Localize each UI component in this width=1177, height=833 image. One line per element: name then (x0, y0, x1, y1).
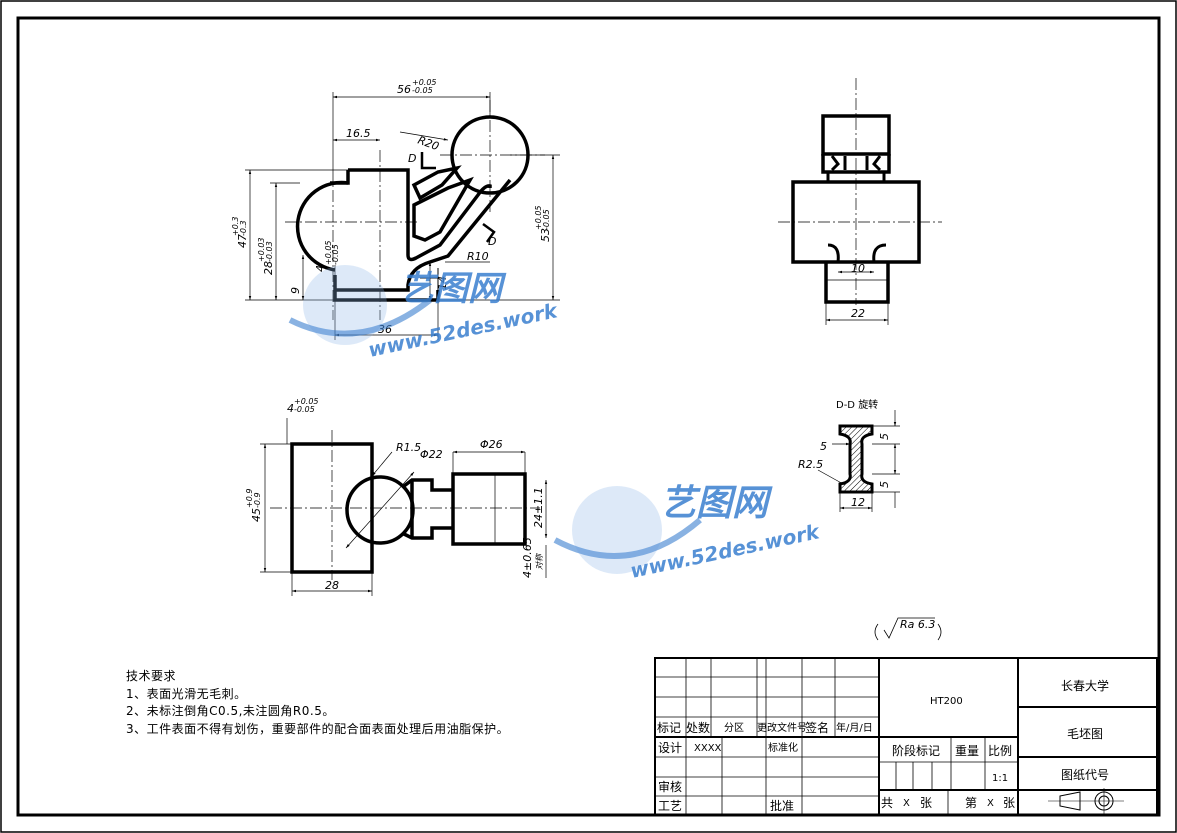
tb-h-date: 年/月/日 (836, 721, 873, 734)
dim-47-tol-upper: +0.3 (231, 217, 240, 236)
dim-14: 14 (436, 276, 449, 290)
tb-bili: 比例 (988, 744, 1012, 758)
watermark-name-2: 艺图网 (660, 483, 773, 524)
roughness-symbol (874, 617, 942, 641)
section-letter-d2: D (488, 235, 496, 248)
dim-top-4-tol-lower: -0.05 (294, 405, 315, 414)
dim-r20: R20 (416, 134, 441, 154)
dim-56: 56 (397, 83, 411, 96)
dim-top-24: 24±1.1 (532, 487, 545, 528)
watermark-2: 艺图网 www.52des.work (553, 483, 823, 583)
top-right-block (451, 472, 527, 546)
dim-28: 28 (262, 261, 275, 275)
tb-zhang1b: 张 (920, 796, 932, 810)
dim-side-10: 10 (851, 262, 865, 275)
dim-56-tol-upper: +0.05 (412, 78, 437, 87)
dim-28-tol-lower: -0.03 (265, 241, 274, 262)
tb-material: HT200 (930, 696, 963, 707)
front-left-arc (295, 180, 349, 272)
tb-zhang2: X (987, 798, 994, 809)
section-letter-d1: D (408, 152, 416, 165)
dim-sec-5-bottom: 5 (878, 481, 891, 488)
dim-16-5: 16.5 (346, 127, 371, 140)
dim-sec-5-top: 5 (878, 433, 891, 440)
inner-frame (16, 16, 1161, 817)
title-block (654, 657, 1158, 816)
dim-side-22: 22 (851, 307, 865, 320)
tb-drawing-name: 毛坯图 (1067, 727, 1103, 741)
tb-h-qianming: 签名 (805, 720, 829, 735)
tb-zhang1: X (903, 798, 910, 809)
tb-gong: 共 (881, 796, 893, 810)
tech-requirements-title: 技术要求 (126, 669, 177, 683)
dim-53-tol-lower: -0.05 (542, 209, 551, 230)
tb-jieduan: 阶段标记 (892, 743, 940, 758)
dim-top-45-tol-upper: +0.9 (245, 489, 254, 508)
dim-top-28: 28 (325, 579, 339, 592)
dim-47: 47 (236, 234, 249, 248)
tech-requirement-item: 1、表面光滑无毛刺。 (126, 686, 247, 701)
tech-requirements: 技术要求 1、表面光滑无毛刺。 2、未标注倒角C0.5,未注圆角R0.5。 3、… (126, 668, 509, 738)
dim-4: 4 (314, 265, 327, 272)
dim-top-phi26: Φ26 (480, 438, 503, 451)
dim-top-45: 45 (250, 508, 263, 522)
dim-56-tol-lower: -0.05 (412, 86, 433, 95)
section-i-profile (838, 424, 874, 494)
tb-sheji: 设计 (658, 741, 682, 755)
tb-h-gengai: 更改文件号 (757, 721, 807, 734)
dim-28-tol-upper: +0.03 (257, 237, 266, 262)
dim-r10: R10 (467, 250, 489, 263)
roughness-value: Ra 6.3 (900, 618, 935, 631)
dim-4-tol-upper: +0.05 (324, 240, 333, 265)
dim-top-r1-5: R1.5 (396, 441, 421, 454)
dim-top-phi22: Φ22 (420, 448, 443, 461)
tb-gongyi: 工艺 (658, 799, 682, 813)
dim-53-tol-upper: +0.05 (534, 205, 543, 230)
tb-drawing-code: 图纸代号 (1061, 768, 1109, 782)
dim-53: 53 (539, 228, 552, 242)
section-view (817, 410, 900, 512)
dim-top-4-065: 4±0.65 (521, 537, 534, 578)
dim-sec-5-left: 5 (820, 440, 827, 453)
dim-4-tol-lower: -0.05 (331, 244, 340, 265)
side-view (778, 78, 942, 325)
tb-scale: 1:1 (992, 773, 1008, 784)
tech-requirement-item: 2、未标注倒角C0.5,未注圆角R0.5。 (126, 704, 335, 718)
dim-top-sym: 对称 (535, 552, 544, 570)
dim-sec-r2-5: R2.5 (798, 458, 823, 471)
front-view (245, 92, 560, 340)
tb-biaozhunhua: 标准化 (768, 741, 798, 754)
tb-h-chushu: 处数 (686, 720, 710, 735)
tb-di: 第 (965, 796, 977, 810)
watermark-1: 艺图网 www.52des.work (288, 265, 561, 362)
side-top-block (821, 114, 891, 156)
dim-sec-12: 12 (851, 496, 865, 509)
section-title: D-D 旋转 (836, 398, 878, 411)
front-slot (411, 165, 462, 201)
dim-47-tol-lower: -0.3 (239, 220, 248, 236)
side-middle-block (791, 180, 921, 264)
tb-pizhun: 批准 (770, 798, 794, 813)
dim-top-4: 4 (287, 402, 294, 415)
tb-h-biaoji: 标记 (657, 721, 681, 735)
tb-school: 长春大学 (1061, 678, 1109, 693)
tb-h-fenqu: 分区 (724, 722, 744, 734)
tb-zhongliang: 重量 (955, 744, 979, 758)
watermark-name-1: 艺图网 (400, 269, 507, 309)
tb-shenhe: 审核 (658, 779, 682, 794)
top-view (260, 418, 548, 596)
dim-top-4-tol-upper: +0.05 (294, 397, 319, 406)
tb-zhang2b: 张 (1003, 796, 1015, 810)
dim-9: 9 (289, 287, 302, 294)
tech-requirement-item: 3、工件表面不得有划伤，重要部件的配合面表面处理后用油脂保护。 (126, 721, 510, 736)
tb-designer: XXXX (694, 743, 722, 754)
dim-top-45-tol-lower: -0.9 (253, 492, 262, 508)
